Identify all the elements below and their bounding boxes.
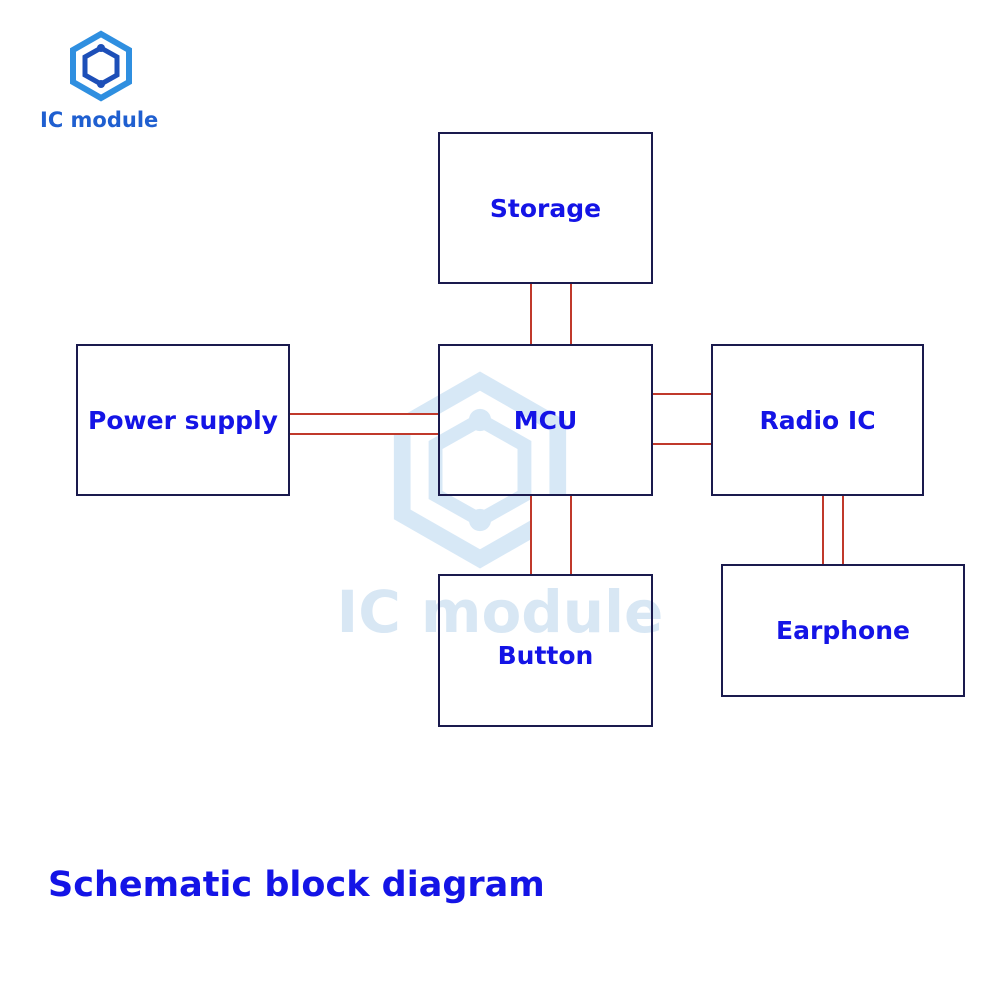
- storage-block: Storage: [438, 132, 653, 284]
- earphone-block: Earphone: [721, 564, 965, 697]
- connector-storage-mcu: [530, 283, 572, 345]
- connector-mcu-button: [530, 494, 572, 576]
- diagram-caption: Schematic block diagram: [48, 865, 545, 905]
- brand-logo: IC module: [30, 30, 180, 140]
- mcu-block: MCU: [438, 344, 653, 496]
- connector-mcu-radio: [651, 393, 713, 445]
- mcu-label: MCU: [513, 405, 578, 435]
- button-block: Button: [438, 574, 653, 727]
- connector-power-mcu: [288, 413, 440, 435]
- button-label: Button: [497, 641, 594, 670]
- logo-text: IC module: [40, 108, 159, 132]
- storage-label: Storage: [489, 193, 602, 223]
- earphone-label: Earphone: [776, 616, 910, 645]
- hexagon-circuit-icon: [70, 30, 132, 102]
- power-supply-block: Power supply: [76, 344, 290, 496]
- connector-radio-earphone: [822, 494, 844, 566]
- radio-ic-label: Radio IC: [759, 405, 876, 435]
- power-supply-label: Power supply: [88, 405, 278, 435]
- radio-ic-block: Radio IC: [711, 344, 924, 496]
